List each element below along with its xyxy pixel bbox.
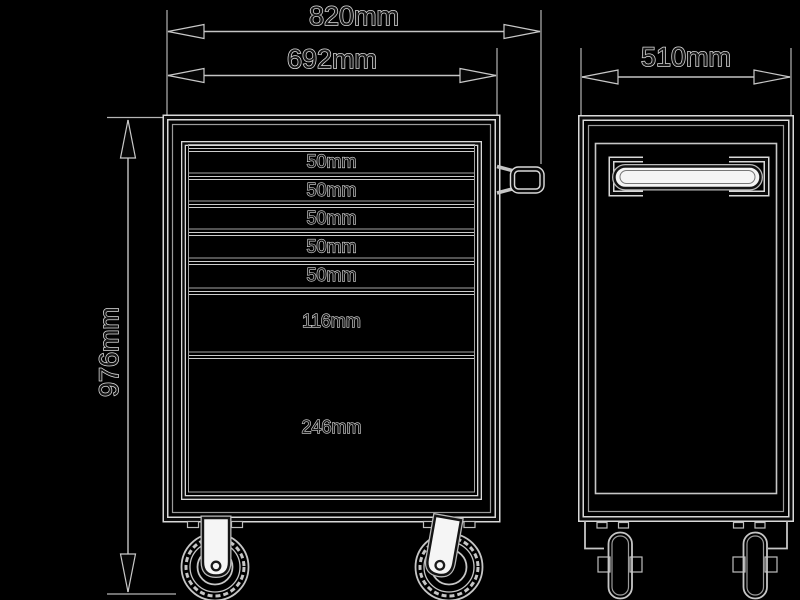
- height-label: 976mm: [94, 307, 124, 397]
- arrowhead-left-icon: [167, 67, 205, 84]
- wheel-profile-inner: [746, 535, 765, 596]
- caster-front-right: [414, 512, 484, 600]
- wheel-profile-outer: [742, 531, 768, 600]
- drawer-height-label: 246mm: [301, 417, 361, 437]
- side-pull-handle: [496, 164, 545, 195]
- side-cabinet-outline: [579, 116, 793, 521]
- wheel-fork: [426, 514, 463, 577]
- dim-overall-width: 820mm: [166, 0, 542, 164]
- axle-bolt: [210, 560, 222, 572]
- caster-mount-tab: [463, 520, 476, 529]
- wheel-fork: [201, 516, 231, 577]
- side-panel: [594, 142, 778, 495]
- drawer-row-3: 50mm: [188, 200, 475, 230]
- caster-mount-tab: [186, 520, 200, 529]
- dim-depth: 510mm: [580, 41, 792, 116]
- drawer-face: [188, 351, 475, 493]
- handle-bracket-right: [729, 158, 768, 195]
- caster-mount-tab: [596, 521, 608, 529]
- push-handle: [608, 156, 770, 197]
- axle-bolt: [434, 559, 446, 571]
- dim-body-width: 692mm: [167, 43, 498, 116]
- wheel-fork-group: [424, 512, 464, 578]
- caster-side-left: [584, 521, 643, 600]
- overall-width-label: 820mm: [309, 1, 399, 31]
- arrowhead-left-icon: [581, 69, 619, 85]
- drawer-row-5: 50mm: [188, 257, 475, 289]
- drawer-height-label: 50mm: [306, 208, 356, 228]
- drawer-height-label: 50mm: [306, 265, 356, 285]
- arrowhead-right-icon: [459, 67, 497, 84]
- handle-grip: [511, 167, 544, 193]
- drawer-row-6: 116mm: [188, 287, 475, 353]
- front-cabinet-inner-wall: [171, 123, 492, 514]
- brake-lever: [584, 521, 604, 550]
- drawer-height-label: 50mm: [306, 180, 356, 200]
- wheel-profile-outer: [607, 531, 633, 600]
- caster-front-left: [180, 515, 250, 600]
- dim-height: 976mm: [93, 116, 176, 595]
- axle-lug-left: [732, 556, 746, 573]
- arrowhead-left-icon: [167, 23, 205, 40]
- handle-bar-highlight: [619, 170, 756, 184]
- drawer-height-label: 50mm: [306, 152, 356, 172]
- handle-bracket-left: [610, 158, 643, 195]
- side-view: [578, 115, 794, 600]
- handle-grip-halo: [509, 166, 545, 194]
- body-width-label: 692mm: [287, 44, 377, 74]
- axle-lug-right: [764, 556, 778, 573]
- side-cabinet-inner-wall: [587, 124, 785, 513]
- depth-label: 510mm: [641, 42, 731, 72]
- handle-bar: [613, 165, 762, 190]
- brake-lever: [768, 521, 788, 550]
- arrowhead-up-icon: [119, 119, 137, 159]
- drawer-compartment: [182, 142, 481, 499]
- drawer-height-label: 116mm: [302, 311, 361, 331]
- caster-side-right: [732, 521, 788, 600]
- caster-mount-tab: [732, 521, 745, 529]
- arrowhead-down-icon: [119, 553, 137, 593]
- caster-mount-tab: [617, 521, 630, 529]
- caster-mount-tab: [754, 521, 766, 529]
- front-cabinet-outline: [164, 116, 499, 521]
- wheel-profile-inner: [611, 535, 630, 596]
- front-view: 50mm 50mm 50mm 50mm 50mm: [162, 114, 545, 600]
- drawer-row-1: 50mm: [188, 144, 475, 174]
- drawer-row-4: 50mm: [188, 228, 475, 259]
- caster-mount-tab: [230, 520, 244, 529]
- axle-lug-left: [597, 556, 611, 573]
- drawer-height-label: 50mm: [306, 237, 356, 257]
- arrowhead-right-icon: [503, 23, 541, 40]
- arrowhead-right-icon: [753, 69, 791, 85]
- drawer-row-7: 246mm: [188, 351, 475, 493]
- drawer-row-2: 50mm: [188, 172, 475, 202]
- axle-lug-right: [629, 556, 643, 573]
